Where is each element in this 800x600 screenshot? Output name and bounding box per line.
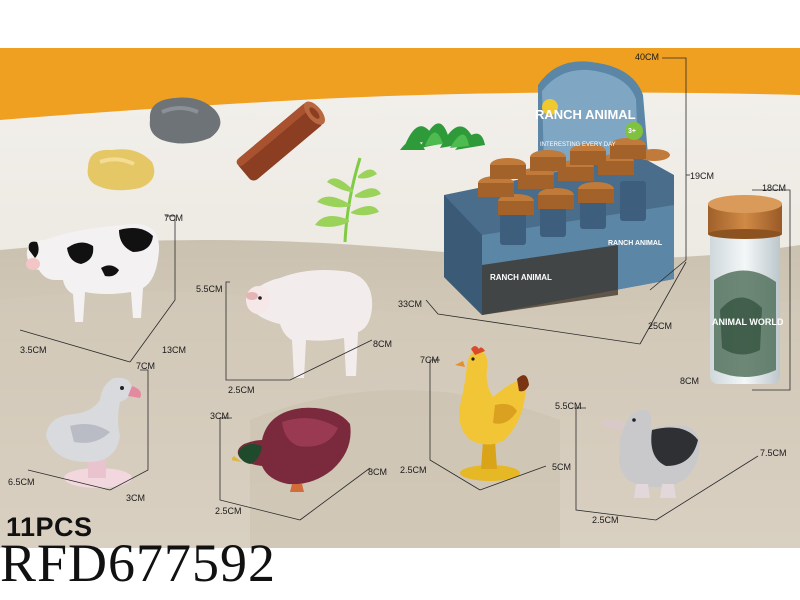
box-front-text: RANCH ANIMAL <box>490 273 552 282</box>
hen-height-label: 7CM <box>420 355 440 365</box>
grey-rock-icon <box>149 97 221 144</box>
tube-height-label: 18CM <box>762 183 787 193</box>
duck-height-label: 3CM <box>210 411 230 421</box>
hen-figure <box>455 346 529 481</box>
yellow-rock-icon <box>87 149 155 191</box>
box-age-badge: 3+ <box>628 128 636 135</box>
sheep-height-label: 5.5CM <box>196 284 223 294</box>
goose-length-label: 3CM <box>126 493 146 503</box>
goose-figure <box>46 377 141 488</box>
sheep-length-label: 8CM <box>373 339 393 349</box>
box-width-label: 33CM <box>398 299 423 309</box>
cow-width-label: 3.5CM <box>20 345 47 355</box>
grass-icon <box>400 123 485 150</box>
display-box <box>444 61 674 315</box>
box-brand-text: RANCH ANIMAL <box>535 107 636 122</box>
box-tagline: INTERESTING EVERY DAY <box>540 142 616 148</box>
duck-width-label: 2.5CM <box>215 506 242 516</box>
mallard-width-label: 2.5CM <box>592 515 619 525</box>
box-height-label: 40CM <box>635 52 660 62</box>
goose-width-label: 6.5CM <box>8 477 35 487</box>
sheep-width-label: 2.5CM <box>228 385 255 395</box>
goose-height-label: 7CM <box>136 361 156 371</box>
hen-width-label: 2.5CM <box>400 465 427 475</box>
tube-container <box>708 195 782 384</box>
plant-sprig-icon <box>315 157 381 243</box>
log-icon <box>236 101 325 181</box>
cow-height-label: 7CM <box>164 213 184 223</box>
tube-diameter-label: 8CM <box>680 376 700 386</box>
mallard-height-label: 5.5CM <box>555 401 582 411</box>
mallard-figure <box>600 409 700 498</box>
cow-length-label: 13CM <box>162 345 187 355</box>
piece-count-label: 11PCS <box>6 512 93 542</box>
mallard-length-label: 7.5CM <box>760 448 787 458</box>
item-code-label: RFD677592 <box>0 533 277 593</box>
box-depth-label: 19CM <box>690 171 715 181</box>
sheep-figure <box>246 270 373 378</box>
duck-length-label: 8CM <box>368 467 388 477</box>
box-length-label: 25CM <box>648 321 673 331</box>
tube-label: ANIMAL WORLD <box>712 317 784 327</box>
hen-length-label: 5CM <box>552 462 572 472</box>
cow-figure <box>26 224 160 322</box>
box-side-text: RANCH ANIMAL <box>608 240 663 247</box>
duck-figure <box>232 407 351 492</box>
